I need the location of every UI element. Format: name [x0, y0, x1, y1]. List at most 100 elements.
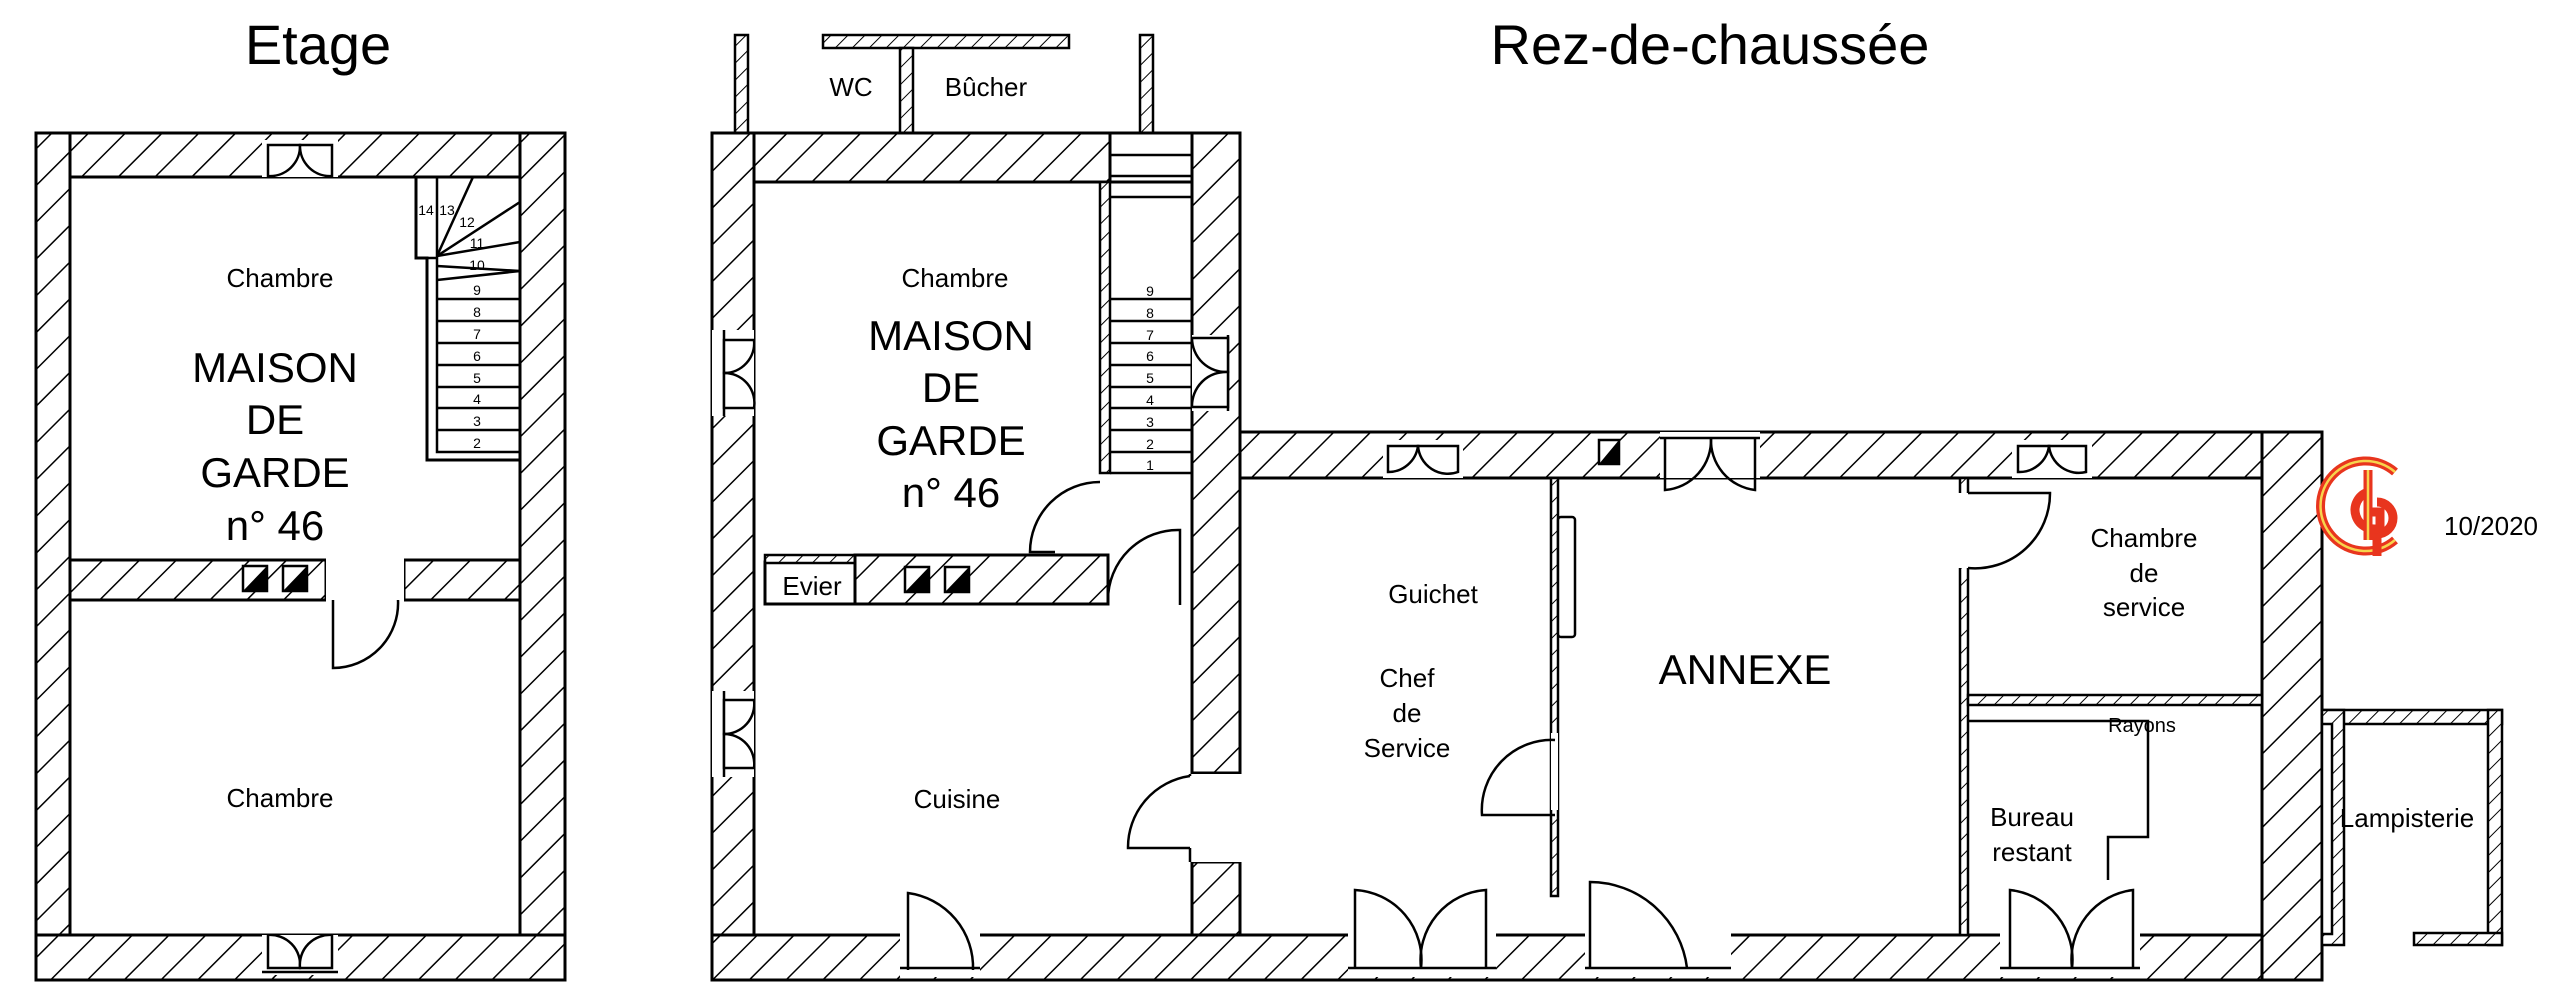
building-name-line: DE: [246, 396, 304, 443]
room-label-chef-line: de: [1393, 698, 1422, 728]
step-number: 10: [469, 257, 485, 273]
stair-partition: [1098, 180, 1112, 475]
upper-stair-numbers: 2 3 4 5 6 7 8 9 10 11 12 13 14: [418, 202, 485, 451]
upper-floor-plan: 2 3 4 5 6 7 8 9 10 11 12 13 14 Chambre M…: [34, 131, 567, 982]
lamp-room: Lampisterie: [2320, 708, 2504, 947]
ground-stair-numbers: 1 2 3 4 5 6 7 8 9: [1146, 283, 1154, 473]
room-label-bottom-chambre: Chambre: [227, 783, 334, 813]
service-room-door-swing: [1967, 491, 2052, 570]
ground-chimney-flues: [903, 565, 971, 594]
room-label-chef-line: Chef: [1380, 663, 1436, 693]
kitchen-south-door: [900, 891, 980, 977]
kitchen-east-door: [1126, 774, 1242, 862]
house-east-wall: [1190, 131, 1242, 775]
step-number: 6: [1146, 348, 1154, 364]
ground-staircase: [1110, 153, 1192, 475]
bureau-south-double-door: [2000, 888, 2140, 977]
annex-east-wall: [2260, 430, 2324, 982]
room-label-guichet: Guichet: [1388, 579, 1478, 609]
upper-chimney-flues: [241, 564, 309, 593]
house-middle-wall: [853, 553, 1110, 606]
outbuilding-left-wall: [733, 33, 750, 135]
annex-north-window-2: [2012, 440, 2092, 478]
annex-chimney-flue: [1597, 438, 1621, 466]
step-number: 1: [1146, 457, 1154, 473]
right-partition: [1958, 476, 1970, 937]
house-west-wall: [710, 131, 756, 982]
annex-north-double-door: [1660, 432, 1760, 492]
step-number: 7: [473, 326, 481, 342]
room-label-bureau-line: restant: [1992, 837, 2072, 867]
upper-west-wall: [34, 131, 72, 982]
room-label-cuisine: Cuisine: [914, 784, 1001, 814]
room-label-service-line: de: [2130, 558, 2159, 588]
annex-north-window-1: [1383, 440, 1463, 478]
office-partition: [1549, 476, 1560, 898]
room-label-evier: Evier: [782, 571, 842, 601]
room-label-service-line: service: [2103, 592, 2185, 622]
shelves-outline: [1968, 719, 2150, 880]
step-number: 4: [473, 391, 481, 407]
step-number: 8: [473, 304, 481, 320]
office-door-swing: [1480, 738, 1556, 817]
room-label-bureau-line: Bureau: [1990, 802, 2074, 832]
outbuilding-roof-wall: [821, 33, 1071, 50]
office-south-double-door: [1348, 888, 1496, 977]
step-number: 12: [459, 214, 475, 230]
building-name-line: GARDE: [876, 417, 1025, 464]
east-stair-window: [1190, 335, 1230, 411]
step-number: 9: [473, 282, 481, 298]
step-number: 14: [418, 202, 434, 218]
building-name-line: MAISON: [868, 312, 1034, 359]
upper-south-door: [262, 933, 338, 975]
room-label-bucher: Bûcher: [945, 72, 1028, 102]
room-label-rayons: Rayons: [2108, 715, 2176, 737]
room-label-lampisterie: Lampisterie: [2340, 803, 2474, 833]
building-name-line: DE: [922, 364, 980, 411]
step-number: 13: [439, 202, 455, 218]
building-name-line: n° 46: [902, 469, 1001, 516]
upper-middle-door: [326, 558, 404, 670]
lamp-room-north-wall: [2320, 708, 2504, 726]
step-number: 4: [1146, 392, 1154, 408]
step-number: 9: [1146, 283, 1154, 299]
building-name-line: GARDE: [200, 449, 349, 496]
lamp-room-east-wall: [2486, 708, 2504, 947]
ground-floor-title: Rez-de-chaussée: [1491, 13, 1930, 76]
upper-north-door: [262, 140, 338, 178]
service-room-south-wall: [1966, 693, 2264, 707]
step-number: 2: [1146, 436, 1154, 452]
outbuilding-partition: [898, 46, 915, 135]
upper-east-wall: [518, 131, 567, 982]
step-number: 5: [1146, 370, 1154, 386]
step-number: 7: [1146, 327, 1154, 343]
step-number: 6: [473, 348, 481, 364]
outbuilding-right-wall: [1138, 33, 1155, 135]
lamp-room-south-wall: [2412, 931, 2504, 947]
outbuildings: WC Bûcher: [733, 33, 1155, 135]
chambre-door-swing: [1028, 480, 1101, 554]
step-number: 8: [1146, 305, 1154, 321]
west-window-upper: [712, 330, 756, 416]
step-number: 3: [1146, 414, 1154, 430]
upper-middle-wall-right: [402, 558, 522, 602]
step-number: 2: [473, 435, 481, 451]
west-window-lower: [712, 691, 756, 777]
step-number: 11: [470, 235, 485, 251]
cgp-logo: [2316, 456, 2398, 556]
date-label: 10/2020: [2444, 511, 2538, 541]
building-name-line: n° 46: [226, 502, 325, 549]
room-label-wc: WC: [829, 72, 872, 102]
counter-window: [1556, 515, 1577, 639]
annex-south-door: [1585, 880, 1731, 977]
room-label-chambre: Chambre: [902, 263, 1009, 293]
room-label-service-line: Chambre: [2091, 523, 2198, 553]
building-name-line: MAISON: [192, 344, 358, 391]
room-label-annexe: ANNEXE: [1659, 646, 1832, 693]
room-label-chef-line: Service: [1364, 733, 1451, 763]
upper-floor-title: Etage: [245, 13, 391, 76]
step-number: 3: [473, 413, 481, 429]
upper-staircase: [414, 176, 521, 462]
ground-floor-plan: WC Bûcher 1 2 3: [710, 33, 2504, 982]
